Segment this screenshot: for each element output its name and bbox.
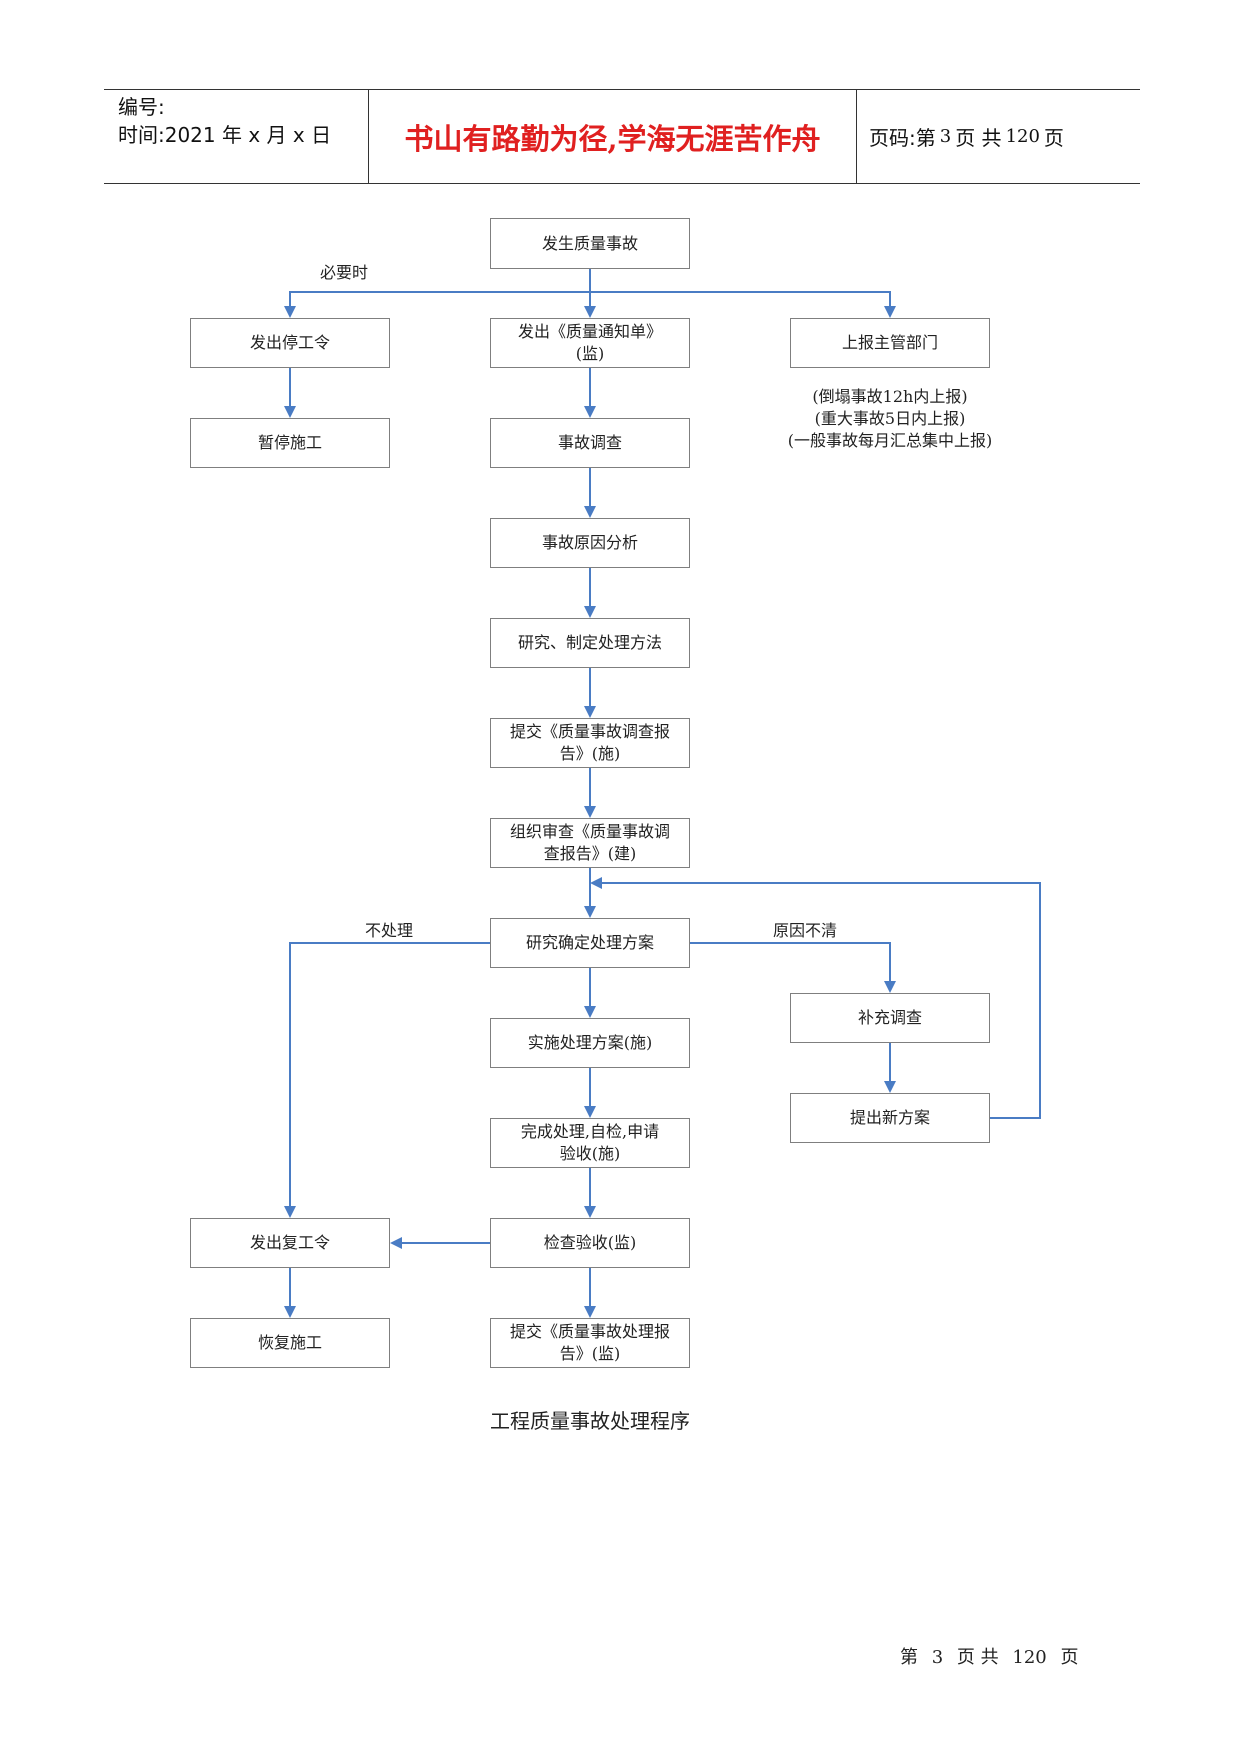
- box-submit-handling-report-line1: 提交《质量事故处理报: [509, 1322, 670, 1341]
- page-mid: 页 共: [955, 126, 1002, 150]
- page-prefix: 页码:第: [869, 126, 936, 150]
- report-note-major: (重大事故5日内上报): [814, 409, 966, 428]
- footer-page: 3: [931, 1647, 944, 1668]
- box-new-plan-label: 提出新方案: [849, 1108, 930, 1127]
- box-resume-work: 恢复施工: [190, 1318, 390, 1368]
- connector: [690, 942, 896, 993]
- label-necessary: 必要时: [320, 263, 369, 282]
- header-left-cell: 编号: 时间:2021 年 x 月 x 日: [118, 93, 368, 149]
- box-submit-investigation-report-line1: 提交《质量事故调查报: [509, 722, 670, 741]
- box-submit-handling-report: 提交《质量事故处理报 告》(监): [490, 1318, 690, 1368]
- box-stop-order: 发出停工令: [190, 318, 390, 368]
- box-implement-plan-label: 实施处理方案(施): [527, 1033, 653, 1052]
- box-cause-analysis-label: 事故原因分析: [541, 533, 638, 552]
- box-submit-handling-report-line2: 告》(监): [559, 1344, 621, 1363]
- box-stop-order-label: 发出停工令: [249, 333, 330, 352]
- box-report-dept: 上报主管部门: [790, 318, 990, 368]
- box-quality-notice: 发出《质量通知单》 (监): [490, 318, 690, 368]
- box-review-report-line2: 查报告》(建): [543, 844, 637, 863]
- report-note-collapse: (倒塌事故12h内上报): [812, 387, 968, 406]
- box-complete-handling: 完成处理,自检,申请 验收(施): [490, 1118, 690, 1168]
- box-inspect-acceptance: 检查验收(监): [490, 1218, 690, 1268]
- page-header: 编号: 时间:2021 年 x 月 x 日 书山有路勤为径,学海无涯苦作舟 页码…: [104, 89, 1140, 184]
- connector: [284, 942, 490, 1218]
- box-quality-notice-line1: 发出《质量通知单》: [517, 322, 662, 341]
- box-study-method-label: 研究、制定处理方法: [517, 633, 662, 652]
- box-start: 发生质量事故: [490, 218, 690, 269]
- diagram-caption: 工程质量事故处理程序: [490, 1409, 690, 1433]
- box-submit-investigation-report-line2: 告》(施): [559, 744, 621, 763]
- box-resume-order-label: 发出复工令: [249, 1233, 330, 1252]
- footer-mid: 页 共: [956, 1647, 999, 1668]
- box-start-label: 发生质量事故: [541, 233, 638, 253]
- page-footer: 第 3 页 共 120 页: [900, 1643, 1086, 1669]
- number-label: 编号:: [118, 95, 165, 119]
- box-study-method: 研究、制定处理方法: [490, 618, 690, 668]
- page-suffix: 页: [1043, 126, 1064, 150]
- box-resume-order: 发出复工令: [190, 1218, 390, 1268]
- box-supplement-investigation-label: 补充调查: [857, 1008, 922, 1027]
- label-no-handle: 不处理: [365, 921, 414, 940]
- box-report-dept-label: 上报主管部门: [841, 333, 938, 352]
- box-resume-work-label: 恢复施工: [257, 1333, 322, 1352]
- box-review-report: 组织审查《质量事故调 查报告》(建): [490, 818, 690, 868]
- box-quality-notice-line2: (监): [575, 344, 605, 363]
- footer-suffix: 页: [1060, 1647, 1079, 1668]
- box-pause-work-label: 暂停施工: [257, 433, 322, 452]
- box-review-report-line1: 组织审查《质量事故调: [509, 822, 670, 841]
- box-decide-plan-label: 研究确定处理方案: [525, 933, 654, 952]
- report-note-general: (一般事故每月汇总集中上报): [787, 431, 993, 450]
- connector: [284, 291, 590, 318]
- footer-prefix: 第: [900, 1647, 918, 1668]
- header-motto: 书山有路勤为径,学海无涯苦作舟: [404, 121, 821, 156]
- box-submit-investigation-report: 提交《质量事故调查报 告》(施): [490, 718, 690, 768]
- connector: [590, 877, 1041, 1119]
- box-complete-handling-line1: 完成处理,自检,申请: [520, 1122, 660, 1141]
- time-label: 时间:2021 年 x 月 x 日: [118, 123, 332, 147]
- box-inspect-acceptance-label: 检查验收(监): [543, 1233, 637, 1252]
- header-divider: [856, 90, 857, 183]
- footer-total: 120: [1012, 1647, 1047, 1668]
- box-supplement-investigation: 补充调查: [790, 993, 990, 1043]
- box-investigate: 事故调查: [490, 418, 690, 468]
- connector: [590, 291, 896, 318]
- page-total: 120: [1005, 126, 1040, 147]
- page-number: 3: [939, 126, 952, 147]
- header-page-info: 页码:第 3 页 共 120 页: [869, 90, 1139, 183]
- box-pause-work: 暂停施工: [190, 418, 390, 468]
- box-investigate-label: 事故调查: [557, 433, 622, 452]
- box-decide-plan: 研究确定处理方案: [490, 918, 690, 968]
- box-implement-plan: 实施处理方案(施): [490, 1018, 690, 1068]
- header-divider: [368, 90, 369, 183]
- label-cause-unclear: 原因不清: [773, 921, 838, 940]
- box-new-plan: 提出新方案: [790, 1093, 990, 1143]
- box-complete-handling-line2: 验收(施): [559, 1144, 621, 1163]
- box-cause-analysis: 事故原因分析: [490, 518, 690, 568]
- report-notes: (倒塌事故12h内上报) (重大事故5日内上报) (一般事故每月汇总集中上报): [760, 386, 1020, 452]
